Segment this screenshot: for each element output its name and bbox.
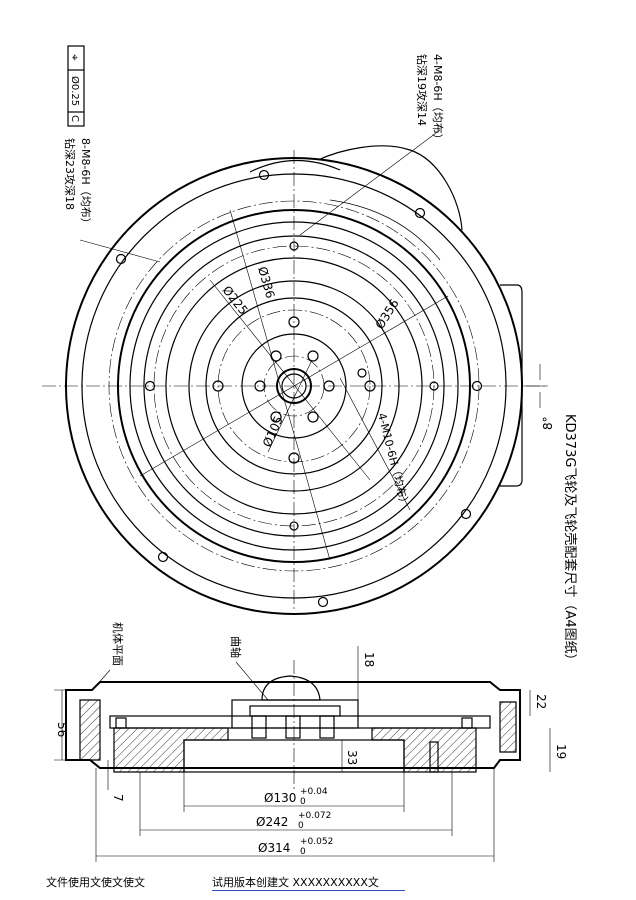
dim-56: 56 — [55, 722, 69, 737]
dim-d314-up: +0.052 — [300, 837, 333, 847]
leader-d356 — [139, 295, 449, 477]
dim-d130-lo: 0 — [300, 797, 306, 807]
leader-d105 — [267, 359, 313, 453]
dim-7: 7 — [111, 794, 125, 802]
section-bolts — [115, 715, 473, 773]
crankshaft-cap — [261, 675, 321, 701]
gdt-frame — [67, 45, 85, 127]
housing-left-wall — [79, 699, 101, 761]
leader-d336 — [229, 209, 331, 561]
dim-d242-lo: 0 — [298, 821, 304, 831]
callout-m8-4-line2: 钻深19攻深14 — [415, 54, 429, 126]
dim-d130-up: +0.04 — [300, 787, 328, 797]
housing-bump-top — [249, 159, 341, 173]
footer-left-text: 文件使用文使文使文 — [46, 876, 145, 889]
dim-d130: Ø130 — [264, 791, 296, 805]
gdt-datum: C — [69, 115, 80, 122]
dim-d242-up: +0.072 — [298, 811, 331, 821]
hub — [231, 699, 359, 729]
dim-angle: 8° — [541, 416, 555, 430]
housing-upper-lobe — [317, 145, 463, 231]
dim-d225: Ø225 — [220, 283, 251, 317]
housing-right-wall — [499, 701, 517, 753]
dim-d314-lo: 0 — [300, 847, 306, 857]
label-body-plane: 机体平面 — [111, 622, 125, 666]
label-crankshaft: 曲轴 — [229, 636, 243, 658]
dim-19: 19 — [554, 744, 568, 759]
leader-m10 — [339, 377, 411, 511]
leader-m8-8 — [79, 239, 161, 263]
dim-d242: Ø242 — [256, 815, 288, 829]
callout-m8-4-line1: 4-M8-6H（均布） — [431, 54, 444, 145]
m10-holes — [212, 316, 376, 464]
dim-33: 33 — [345, 750, 359, 765]
dim-d314: Ø314 — [258, 841, 290, 855]
dim-22: 22 — [534, 694, 548, 709]
gdt-symbol: ⌖ — [68, 54, 82, 61]
callout-m8-8-line1: 8-M8-6H（均布） — [79, 138, 92, 229]
leader-d225 — [209, 279, 371, 481]
dim-d105: Ø105 — [260, 414, 286, 449]
dim-18: 18 — [362, 652, 376, 667]
callout-m8-8-line2: 钻深23攻深18 — [63, 138, 77, 210]
leader-m8-4 — [299, 129, 441, 236]
flywheel-section — [113, 727, 229, 773]
section-view — [54, 646, 551, 862]
hub-holes — [254, 350, 335, 423]
crankshaft-flange — [249, 705, 341, 717]
housing-inner-arc — [329, 199, 441, 261]
footer-right-text: 试用版本创建文 XXXXXXXXXX文 — [212, 874, 405, 891]
gdt-tolerance: Ø0.25 — [69, 76, 81, 106]
drawing-title: KD373G飞轮及飞轮壳配套尺寸（A4图纸） — [562, 414, 578, 667]
leader-body-plane — [95, 669, 111, 687]
leader-crankshaft — [235, 661, 269, 701]
dim-d336: Ø336 — [255, 265, 277, 300]
flywheel-section-right — [371, 727, 477, 773]
m8-holes-inner — [289, 241, 439, 531]
callout-m10: 4-M10-6H（均布） — [375, 412, 411, 510]
dim-d356: Ø356 — [373, 297, 402, 332]
front-view — [42, 129, 548, 615]
m8-holes-outer — [115, 169, 483, 608]
